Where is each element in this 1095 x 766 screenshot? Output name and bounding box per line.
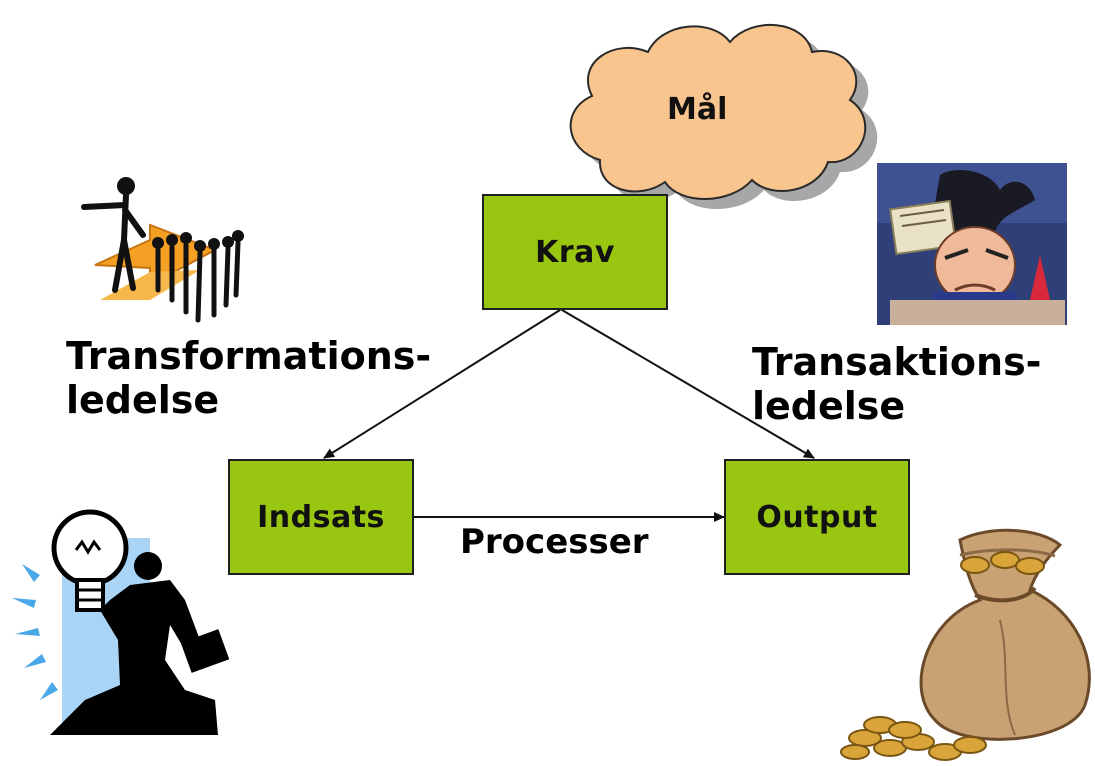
arrow-krav-indsats xyxy=(323,300,572,459)
idea-businessman-icon xyxy=(12,509,230,735)
boss-certificate-icon xyxy=(877,163,1067,325)
arrow-krav-output xyxy=(550,300,815,459)
left-label-line-1: Transformations- xyxy=(66,334,432,378)
goal-label: Mål xyxy=(667,92,728,127)
input-label: Indsats xyxy=(257,499,385,535)
right-label-line-2: ledelse xyxy=(752,384,906,428)
output-box: Output xyxy=(724,459,910,575)
input-box: Indsats xyxy=(228,459,414,575)
output-label: Output xyxy=(756,499,878,535)
requirement-box: Krav xyxy=(482,194,668,310)
money-bag-icon xyxy=(840,528,1091,761)
goal-cloud xyxy=(569,23,878,210)
left-label-line-2: ledelse xyxy=(66,378,220,422)
transactional-leadership-label: Transaktions- ledelse xyxy=(752,340,1041,428)
process-label: Processer xyxy=(460,522,649,562)
leader-group-icon xyxy=(75,160,255,330)
transformational-leadership-label: Transformations- ledelse xyxy=(66,334,431,422)
requirement-label: Krav xyxy=(535,234,615,270)
right-label-line-1: Transaktions- xyxy=(752,340,1042,384)
